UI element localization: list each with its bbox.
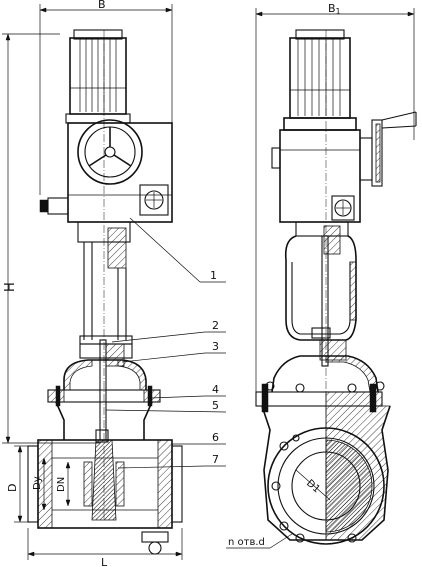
dimension-h: H <box>2 33 100 444</box>
yoke-side <box>284 221 357 341</box>
callout-4: 4 <box>212 383 219 396</box>
dimension-l: L <box>27 528 183 567</box>
actuator-gearbox-side <box>271 111 417 223</box>
dimension-h-label: H <box>3 282 18 292</box>
callout-2: 2 <box>212 319 219 332</box>
callout-1: 1 <box>210 269 217 282</box>
dimension-b: B <box>39 0 173 210</box>
dimension-d-label: D <box>6 484 19 492</box>
dimension-dn-label: DN <box>56 477 67 492</box>
callout-5: 5 <box>212 399 219 412</box>
dimension-l-label: L <box>101 556 108 567</box>
dimension-d1-label: D1 <box>304 478 322 495</box>
yoke-front <box>77 221 133 345</box>
valve-body-lower-front <box>27 429 183 555</box>
body-lower-side: D1 n отв.d <box>226 405 391 549</box>
callout-6: 6 <box>212 431 219 444</box>
motor-side <box>289 29 351 119</box>
dimension-b-label: B <box>98 0 106 11</box>
dimension-dn: DN <box>56 461 71 507</box>
valve-body-upper-front <box>47 359 161 440</box>
motor-front <box>65 29 131 124</box>
callout-7: 7 <box>212 453 219 466</box>
callout-3: 3 <box>212 340 219 353</box>
front-view: B H <box>2 0 227 567</box>
dimension-dy-label: Dy <box>32 476 43 490</box>
dimension-b1: B1 <box>255 2 415 396</box>
dimension-b1-label: B1 <box>328 2 341 16</box>
side-view: B1 <box>226 2 417 549</box>
body-flange-side <box>255 381 385 413</box>
actuator-gearbox-front <box>39 119 173 223</box>
bolt-holes-label: n отв.d <box>228 537 265 548</box>
dimension-dy: Dy <box>32 457 47 511</box>
dimension-d: D <box>6 445 28 523</box>
callouts: 1 2 3 4 5 6 7 <box>105 217 227 469</box>
